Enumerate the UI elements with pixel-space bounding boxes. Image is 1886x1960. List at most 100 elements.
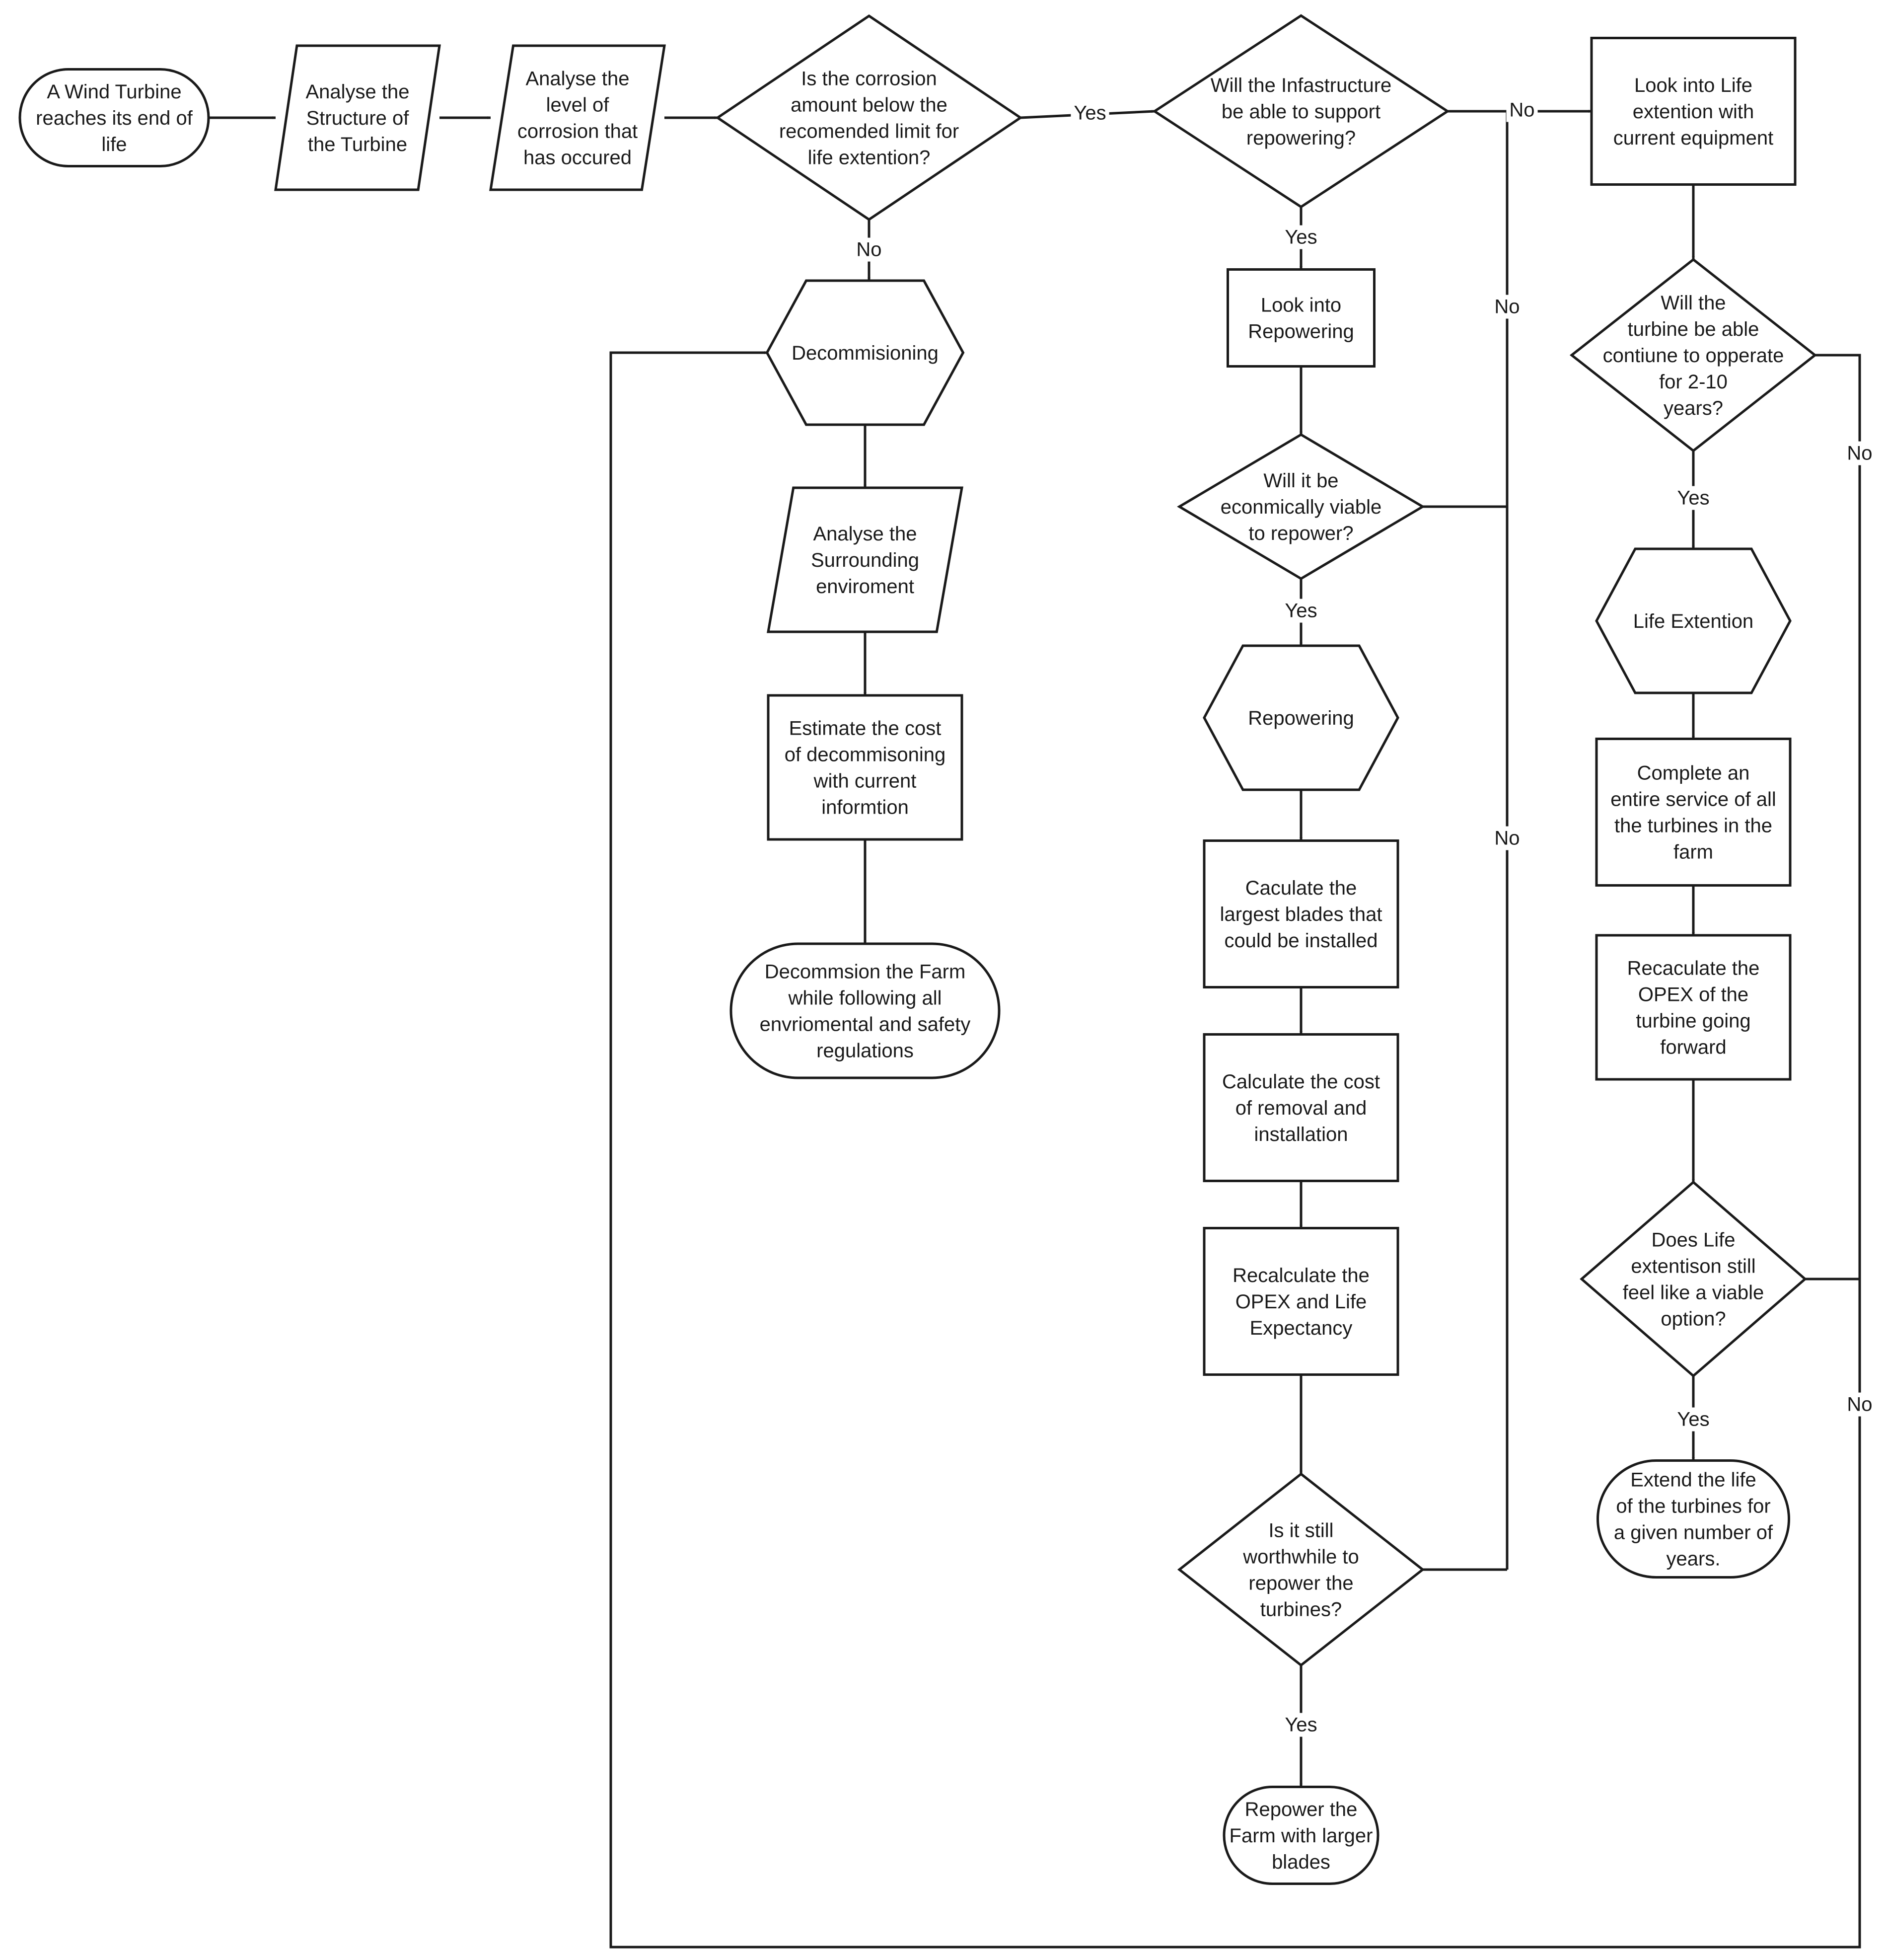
node-text-line: the turbines in the xyxy=(1614,815,1772,837)
data-shape xyxy=(274,44,441,191)
node-economic-decision: Will it be econmically viable to repower? xyxy=(1177,433,1425,580)
process-shape xyxy=(1595,934,1792,1081)
node-text-line: Surrounding xyxy=(811,549,919,571)
edge-label-operate-yes: Yes xyxy=(1677,487,1709,509)
node-text-line: Look into Life xyxy=(1634,75,1752,96)
node-text-line: Recaculate the xyxy=(1627,958,1760,980)
node-text-line: installation xyxy=(1254,1124,1348,1145)
node-text-line: Calculate the cost xyxy=(1222,1071,1380,1093)
node-text-line: turbine going xyxy=(1636,1010,1750,1032)
decision-shape xyxy=(1569,258,1817,452)
node-text-line: feel like a viable xyxy=(1623,1282,1764,1304)
terminator-shape xyxy=(1596,1459,1790,1579)
node-text-line: turbines? xyxy=(1260,1599,1342,1621)
node-text-line: Repower the xyxy=(1245,1799,1358,1820)
data-shape xyxy=(767,486,963,633)
node-look-life-ext: Look into Life extention with current equi… xyxy=(1590,37,1797,186)
node-text-line: of the turbines for xyxy=(1616,1496,1770,1517)
edge-label-background xyxy=(1282,225,1320,249)
edge-label-corrosion-yes: Yes xyxy=(1074,102,1106,124)
node-text-line: Complete an xyxy=(1637,762,1750,784)
node-text-line: years. xyxy=(1667,1548,1721,1570)
node-text-line: Decommsion the Farm xyxy=(765,961,966,983)
node-text-line: econmically viable xyxy=(1221,496,1382,518)
node-text-line: of decommisoning xyxy=(785,744,946,766)
node-text-line: Farm with larger xyxy=(1230,1825,1373,1847)
edge-label-background xyxy=(1844,441,1876,465)
node-text-line: Look into xyxy=(1261,295,1341,316)
node-text-line: option? xyxy=(1661,1308,1726,1330)
preparation-shape xyxy=(1203,644,1399,791)
edge-label-background xyxy=(1674,486,1713,510)
node-text-line: enviroment xyxy=(816,576,914,598)
edge-label-background xyxy=(853,237,885,262)
node-text-line: repower the xyxy=(1248,1573,1353,1594)
node-text-line: forward xyxy=(1660,1037,1726,1058)
node-text-line: Analyse the xyxy=(305,81,409,103)
edge-label-background xyxy=(1674,1407,1713,1432)
node-decommissioning: Decommisioning xyxy=(765,279,965,426)
decision-shape xyxy=(1580,1180,1807,1378)
node-text-line: farm xyxy=(1673,841,1713,863)
node-text-line: while following all xyxy=(788,987,942,1009)
node-text-line: OPEX and Life xyxy=(1235,1291,1367,1313)
node-text-line: Expectancy xyxy=(1250,1317,1353,1339)
node-text-line: Recalculate the xyxy=(1233,1265,1370,1286)
node-text-line: Caculate the xyxy=(1245,877,1357,899)
node-text-line: current equipment xyxy=(1613,127,1773,149)
data-shape xyxy=(489,44,666,191)
node-text-line: largest blades that xyxy=(1220,904,1382,925)
node-complete-service: Complete an entire service of all the turb… xyxy=(1595,738,1792,887)
edge-label-worth-yes: Yes xyxy=(1285,1714,1317,1736)
node-text-line: informtion xyxy=(821,797,909,819)
node-text-line: regulations xyxy=(816,1040,914,1062)
node-life-extension: Life Extention xyxy=(1595,547,1792,694)
node-text-line: Structure of xyxy=(306,107,410,129)
node-text-line: the Turbine xyxy=(308,134,407,155)
node-text-line: Will it be xyxy=(1263,470,1338,492)
terminator-shape xyxy=(18,68,210,167)
process-shape xyxy=(1227,268,1376,368)
node-text-line: could be installed xyxy=(1224,930,1378,952)
node-text-line: entire service of all xyxy=(1610,789,1776,811)
preparation-shape xyxy=(1595,547,1792,694)
edge-label-infra-yes: Yes xyxy=(1285,226,1317,248)
edge-label-econ-yes: Yes xyxy=(1285,600,1317,622)
edge-label-infra-no: No xyxy=(1509,99,1534,121)
node-text-line: A Wind Turbine xyxy=(47,81,181,103)
node-text-line: Is the corrosion xyxy=(801,68,937,90)
node-text-line: amount below the xyxy=(791,94,947,116)
terminator-shape xyxy=(1223,1786,1379,1885)
node-text-line: recomended limit for xyxy=(779,121,959,143)
node-text-line: Decommisioning xyxy=(792,342,939,364)
node-text-line: Analyse the xyxy=(525,68,629,90)
edge-label-background xyxy=(1491,295,1523,319)
edge-label-background xyxy=(1071,101,1109,125)
process-shape xyxy=(1203,1033,1399,1182)
edge-label-viable-yes: Yes xyxy=(1677,1409,1709,1431)
process-shape xyxy=(1203,839,1399,988)
node-text-line: extention with xyxy=(1633,101,1754,123)
edge-label-viable-no: No xyxy=(1847,1394,1872,1416)
node-text-line: to repower? xyxy=(1248,523,1353,544)
process-shape xyxy=(1595,738,1792,887)
node-text-line: reaches its end of xyxy=(36,107,193,129)
process-shape xyxy=(767,694,963,841)
node-text-line: worthwhile to xyxy=(1242,1546,1359,1568)
node-text-line: Analyse the xyxy=(813,523,917,545)
edge-label-background xyxy=(1491,826,1523,850)
